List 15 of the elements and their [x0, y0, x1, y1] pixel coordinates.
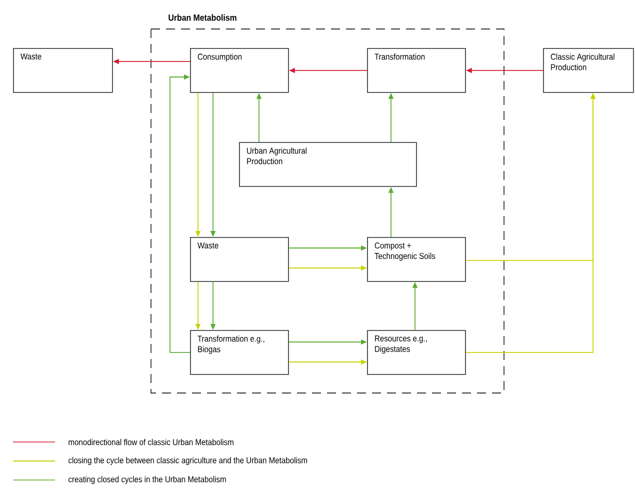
process-box: Waste: [190, 237, 289, 282]
process-box: Classic Agricultural Production: [543, 48, 634, 93]
process-box: Transformation e.g., Biogas: [190, 330, 289, 375]
process-box: Urban Agricultural Production: [239, 142, 417, 187]
legend-text: creating closed cycles in the Urban Metabolism: [68, 476, 226, 484]
dashed-frame: [150, 28, 504, 394]
process-box: Resources e.g., Digestates: [367, 330, 466, 375]
arrow: [170, 74, 190, 353]
process-box: Consumption: [190, 48, 289, 93]
process-box: Waste: [13, 48, 113, 93]
frame-title: Urban Metabolism: [168, 14, 236, 21]
process-box: Compost + Technogenic Soils: [367, 237, 466, 282]
process-box: Transformation: [367, 48, 466, 93]
legend-text: closing the cycle between classic agriculture and the Urban Metabolism: [68, 457, 308, 465]
legend-text: monodirectional flow of classic Urban Metabolism: [68, 438, 234, 446]
